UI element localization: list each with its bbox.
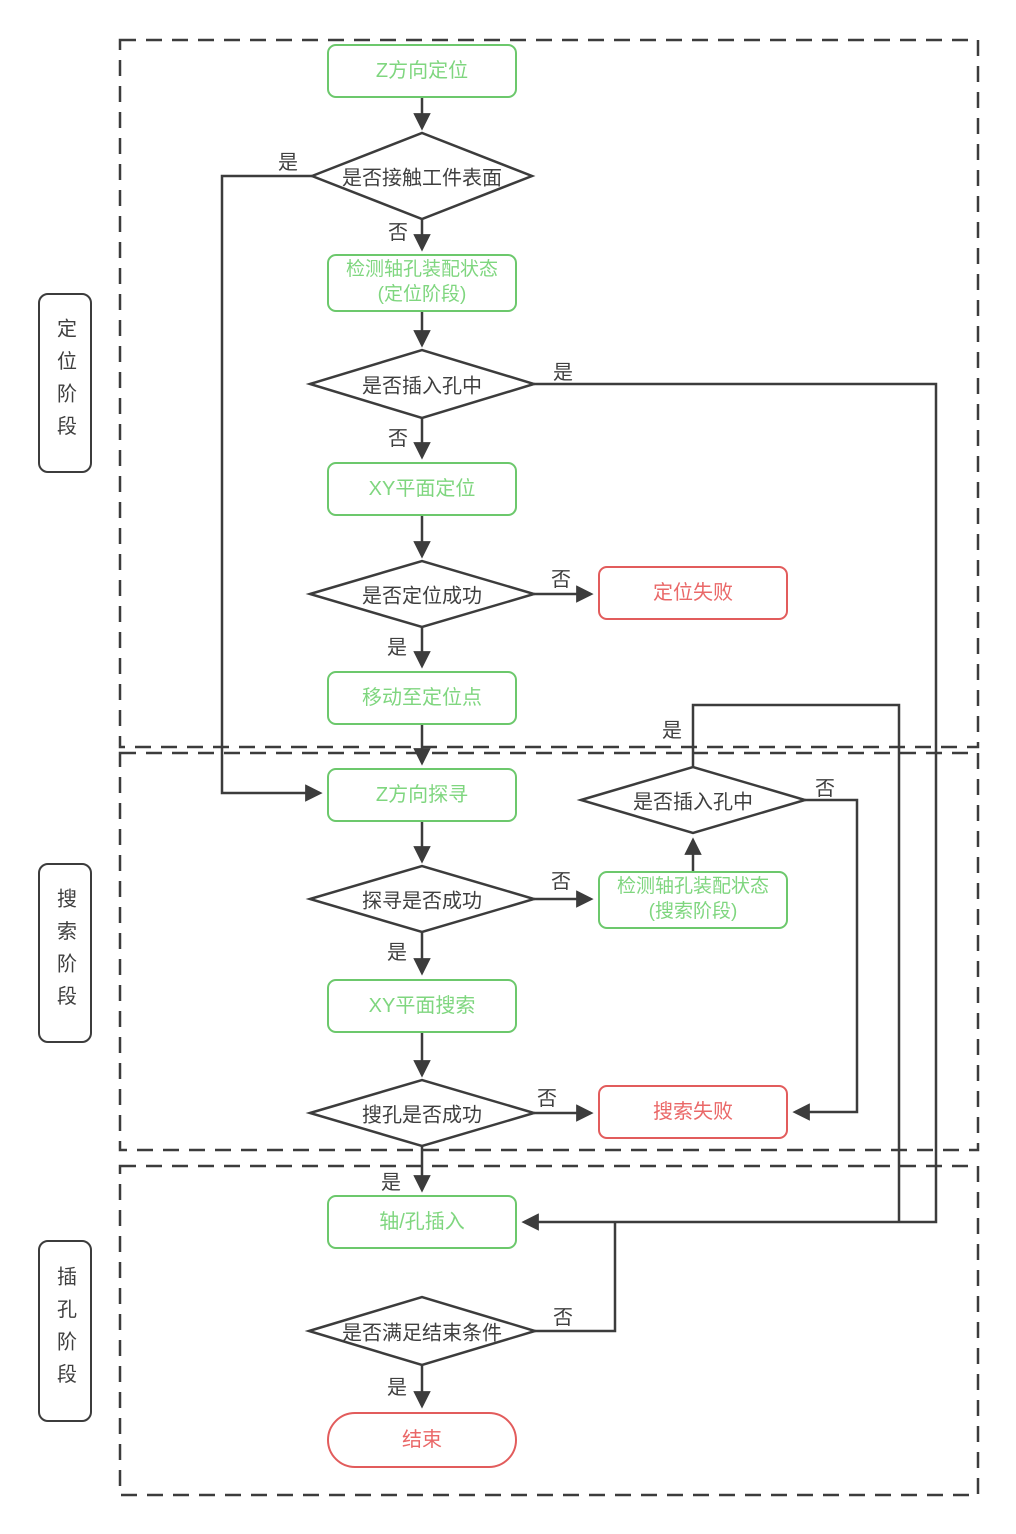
diamond-locate-ok xyxy=(305,559,539,629)
node-detect-locate-line1: 检测轴孔装配状态 xyxy=(345,259,498,281)
diamond-text-end-check: 是否满足结束条件 xyxy=(342,1322,502,1345)
diamond-search-ok xyxy=(305,864,539,934)
node-detect-search: 检测轴孔装配状态 (搜索阶段) xyxy=(598,871,788,929)
node-move-point: 移动至定位点 xyxy=(327,671,517,725)
edge-insertcheck2-yes-to-insert xyxy=(691,703,901,1221)
node-z-search: Z方向探寻 xyxy=(327,768,517,822)
phase-insert-boundary xyxy=(118,1164,980,1497)
diamond-end-check xyxy=(304,1295,540,1367)
phase-label-search: 搜索阶段 xyxy=(38,863,92,1043)
node-detect-locate-line2: (定位阶段) xyxy=(377,284,467,305)
diamond-hole-ok xyxy=(305,1078,539,1148)
edge-endcheck-no-loop-to-insert xyxy=(533,1223,617,1333)
label-searchok-yes: 是 xyxy=(387,942,407,964)
node-xy-locate: XY平面定位 xyxy=(327,462,517,516)
phase-search-boundary xyxy=(118,751,980,1152)
label-insertcheck1-no: 否 xyxy=(388,428,408,450)
edge-touchcheck-yes-to-zsearch xyxy=(220,174,323,802)
phase-label-locate: 定位阶段 xyxy=(38,293,92,473)
diamond-text-insert-check-2: 是否插入孔中 xyxy=(633,791,753,814)
node-end: 结束 xyxy=(327,1412,517,1468)
label-holeok-no: 否 xyxy=(537,1088,557,1110)
label-locateok-no: 否 xyxy=(551,569,571,591)
diamond-touch-check xyxy=(308,131,536,221)
label-locateok-yes: 是 xyxy=(387,637,407,659)
diamond-text-locate-ok: 是否定位成功 xyxy=(362,585,482,608)
diamond-insert-check-2 xyxy=(576,765,810,835)
diamond-text-hole-ok: 搜孔是否成功 xyxy=(362,1104,482,1127)
label-touchcheck-no: 否 xyxy=(388,222,408,244)
node-z-locate: Z方向定位 xyxy=(327,44,517,98)
diamond-text-touch-check: 是否接触工件表面 xyxy=(342,167,502,190)
phase-locate-boundary xyxy=(118,38,980,749)
node-search-fail: 搜索失败 xyxy=(598,1085,788,1139)
diamond-insert-check-1 xyxy=(305,348,539,420)
diamond-text-insert-check-1: 是否插入孔中 xyxy=(362,375,482,398)
node-detect-search-line1: 检测轴孔装配状态 xyxy=(616,876,769,898)
node-detect-locate: 检测轴孔装配状态 (定位阶段) xyxy=(327,254,517,312)
node-xy-search: XY平面搜索 xyxy=(327,979,517,1033)
diamond-text-search-ok: 探寻是否成功 xyxy=(362,890,482,913)
node-locate-fail: 定位失败 xyxy=(598,566,788,620)
edge-insertcheck2-no-to-searchfail xyxy=(792,798,859,1121)
label-holeok-yes: 是 xyxy=(381,1172,401,1194)
label-insertcheck2-yes: 是 xyxy=(662,720,682,742)
node-insert: 轴/孔插入 xyxy=(327,1195,517,1249)
label-endcheck-yes: 是 xyxy=(387,1377,407,1399)
label-insertcheck2-no: 否 xyxy=(815,778,835,800)
label-endcheck-no: 否 xyxy=(553,1307,573,1329)
edge-insertcheck1-yes-to-insert xyxy=(521,382,938,1231)
label-searchok-no: 否 xyxy=(551,871,571,893)
phase-label-insert: 插孔阶段 xyxy=(38,1240,92,1422)
label-touchcheck-yes: 是 xyxy=(278,152,298,174)
label-insertcheck1-yes: 是 xyxy=(553,362,573,384)
node-detect-search-line2: (搜索阶段) xyxy=(648,901,738,922)
